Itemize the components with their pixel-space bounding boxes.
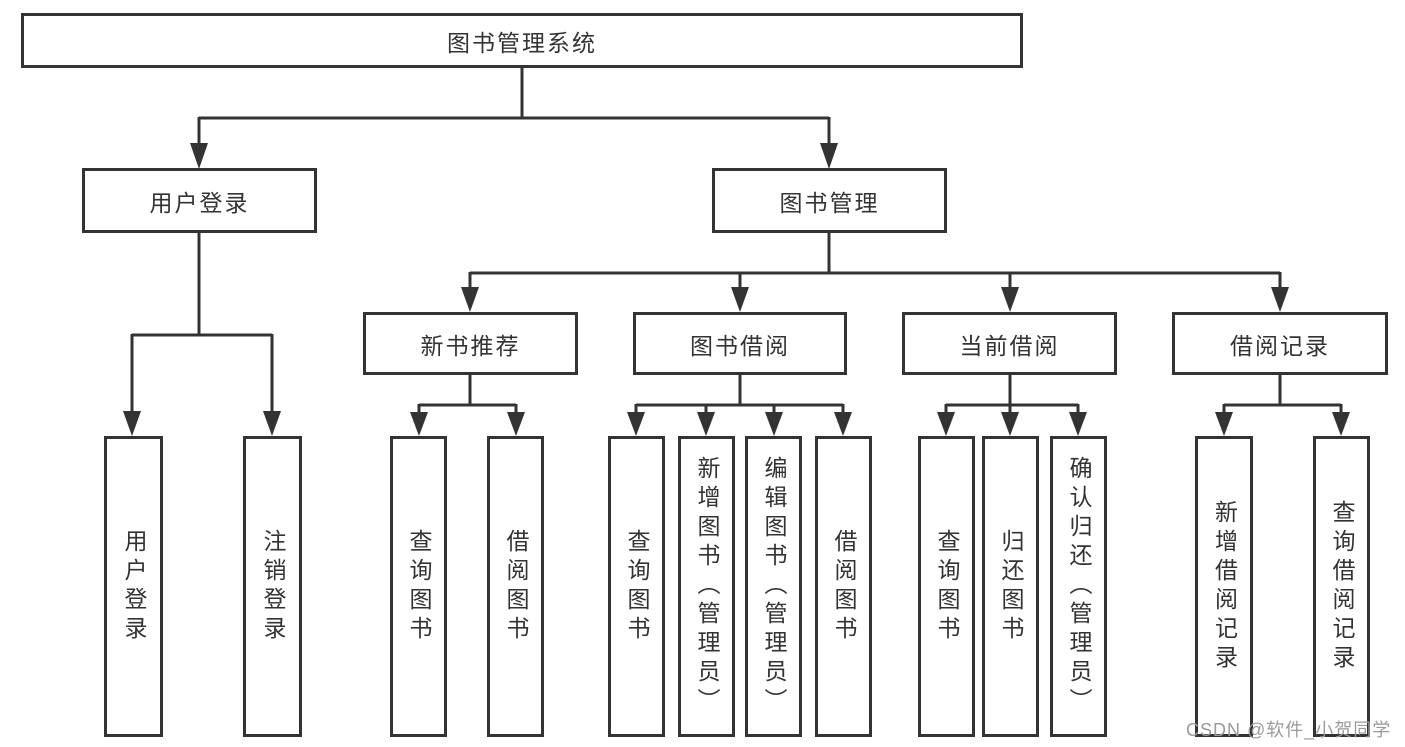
leaf-borrowing-borrow-books: 借阅图书 xyxy=(815,436,872,737)
leaf-current-return-books: 归还图书 xyxy=(982,436,1039,737)
leaf-records-add-record-label: 新增借阅记录 xyxy=(1211,499,1238,674)
leaf-borrowing-query-books: 查询图书 xyxy=(608,436,665,737)
leaf-borrowing-add-books-admin: 新增图书（管理员） xyxy=(678,436,735,737)
leaf-current-return-books-label: 归还图书 xyxy=(998,528,1024,645)
node-user-login: 用户登录 xyxy=(82,168,317,233)
leaf-logout-label: 注销登录 xyxy=(260,528,286,645)
node-new-book-recommend-label: 新书推荐 xyxy=(420,332,521,359)
leaf-records-query-record: 查询借阅记录 xyxy=(1313,436,1370,737)
node-new-book-recommend: 新书推荐 xyxy=(363,312,578,375)
arrowheads xyxy=(123,143,1350,436)
node-book-borrowing-label: 图书借阅 xyxy=(690,332,790,359)
leaf-borrowing-borrow-books-label: 借阅图书 xyxy=(831,528,857,645)
node-borrowing-records-label: 借阅记录 xyxy=(1230,332,1330,359)
node-borrowing-records: 借阅记录 xyxy=(1172,312,1388,375)
leaf-current-query-books: 查询图书 xyxy=(918,436,975,737)
leaf-recommend-query-books: 查询图书 xyxy=(390,436,447,737)
node-book-borrowing: 图书借阅 xyxy=(633,312,847,375)
leaf-user-login: 用户登录 xyxy=(104,436,163,737)
csdn-watermark: CSDN @软件_小贺同学 xyxy=(1186,720,1392,740)
leaf-current-confirm-return-admin-label: 确认归还（管理员） xyxy=(1066,456,1092,717)
leaf-borrowing-add-books-admin-label: 新增图书（管理员） xyxy=(694,456,720,717)
leaf-recommend-borrow-books: 借阅图书 xyxy=(487,436,544,737)
node-current-borrowing: 当前借阅 xyxy=(902,312,1117,375)
leaf-borrowing-query-books-label: 查询图书 xyxy=(624,528,650,645)
leaf-records-query-record-label: 查询借阅记录 xyxy=(1329,499,1355,674)
leaf-logout: 注销登录 xyxy=(243,436,302,737)
leaf-recommend-borrow-books-label: 借阅图书 xyxy=(503,528,529,645)
leaf-borrowing-edit-books-admin-label: 编辑图书（管理员） xyxy=(761,456,787,717)
node-current-borrowing-label: 当前借阅 xyxy=(959,332,1060,359)
node-root-label: 图书管理系统 xyxy=(447,29,597,56)
node-root-system: 图书管理系统 xyxy=(21,13,1023,68)
node-book-management-label: 图书管理 xyxy=(779,189,880,216)
leaf-borrowing-edit-books-admin: 编辑图书（管理员） xyxy=(745,436,802,737)
node-user-login-label: 用户登录 xyxy=(149,189,250,216)
leaf-user-login-label: 用户登录 xyxy=(121,528,147,645)
leaf-current-query-books-label: 查询图书 xyxy=(934,528,960,645)
leaf-current-confirm-return-admin: 确认归还（管理员） xyxy=(1050,436,1107,737)
leaf-records-add-record: 新增借阅记录 xyxy=(1195,436,1253,737)
node-book-management: 图书管理 xyxy=(712,168,947,233)
leaf-recommend-query-books-label: 查询图书 xyxy=(406,528,432,645)
